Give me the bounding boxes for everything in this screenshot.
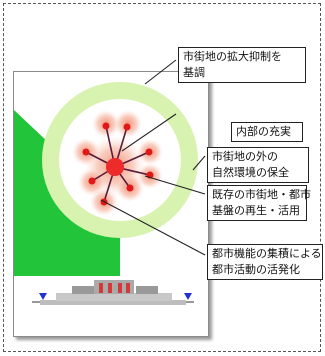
callout-suppress-expansion: 市街地の拡大抑制を 基調: [178, 47, 306, 83]
callout-internal-enrichment: 内部の充実: [231, 122, 303, 142]
node: [82, 148, 90, 156]
outer-dashed-frame: [3, 3, 321, 352]
node: [102, 122, 110, 130]
right-boundary-marker: [184, 293, 192, 300]
node: [123, 123, 131, 131]
left-boundary-marker: [39, 293, 47, 300]
leader-lines: [100, 59, 206, 256]
core-node: [106, 158, 124, 176]
callout-nature-conservation: 市街地の外の 自然環境の保全: [207, 147, 309, 183]
node: [145, 148, 153, 156]
cross-section-base: [32, 280, 194, 305]
node: [126, 184, 134, 192]
callout-urban-activity: 都市機能の集積による 都市活動の活発化: [207, 244, 323, 280]
node: [88, 177, 96, 185]
callout-urban-regeneration: 既存の市街地・都市 基盤の再生・活用: [207, 185, 311, 221]
